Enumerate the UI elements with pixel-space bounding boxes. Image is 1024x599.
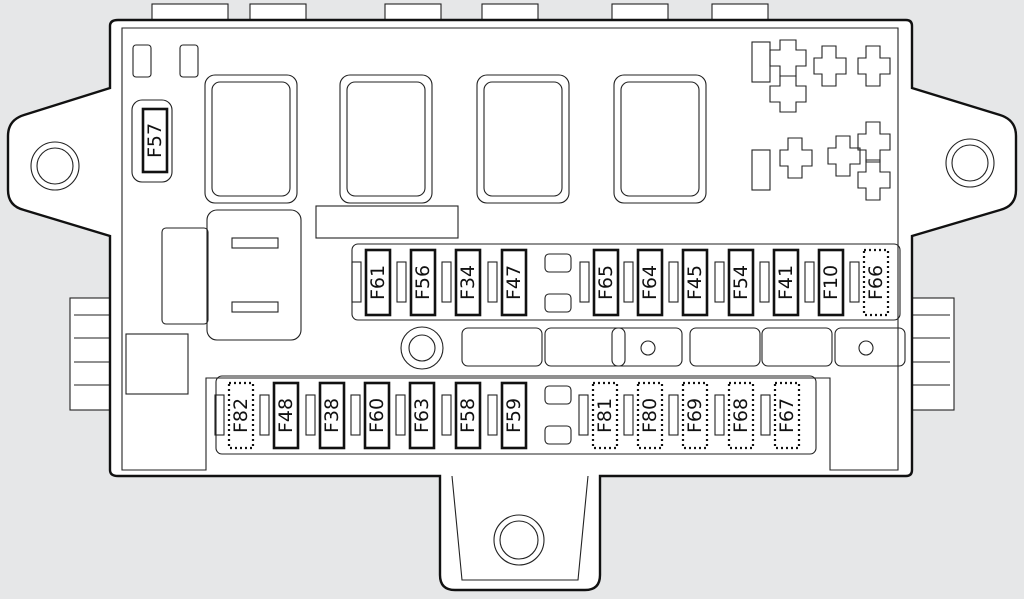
spare-fuse-slot[interactable] — [727, 381, 755, 450]
fuse-slot — [623, 261, 634, 303]
fuse-label: F47 — [503, 265, 525, 300]
fuse[interactable] — [681, 248, 709, 317]
fuse-slot — [351, 261, 362, 303]
spare-fuse-slot[interactable] — [227, 381, 255, 450]
fuse-slot — [441, 394, 452, 436]
fuse-label: F68 — [730, 398, 752, 433]
fuse-slot — [804, 261, 815, 303]
fuse-slot — [441, 261, 452, 303]
fuse-label: F82 — [230, 398, 252, 433]
spare-fuse-slot[interactable] — [636, 381, 664, 450]
spare-fuse-slot[interactable] — [681, 381, 709, 450]
fuse-label: F54 — [730, 265, 752, 300]
fuse-label: F58 — [457, 398, 479, 433]
fuse-label: F65 — [595, 265, 617, 300]
fuse-label: F59 — [503, 398, 525, 433]
fuse-slot — [395, 394, 406, 436]
fuse-slot — [214, 394, 225, 436]
fuse-slot — [487, 261, 498, 303]
fuse-label: F60 — [366, 398, 388, 433]
fuse-slot — [849, 261, 860, 303]
fuse-slot — [305, 394, 316, 436]
fuse-slot — [714, 394, 725, 436]
fuse[interactable] — [500, 381, 528, 450]
fuse-slot — [668, 394, 679, 436]
fuse[interactable] — [364, 248, 392, 317]
fuse-label: F56 — [412, 265, 434, 300]
fuse[interactable] — [636, 248, 664, 317]
fuse[interactable] — [454, 381, 482, 450]
fuse[interactable] — [141, 107, 169, 174]
fuse-label: F80 — [639, 398, 661, 433]
fuse-label: F64 — [639, 265, 661, 300]
spare-fuse-slot[interactable] — [591, 381, 619, 450]
fuse-label: F81 — [594, 398, 616, 433]
fuse[interactable] — [408, 381, 436, 450]
fuse-slot — [759, 261, 770, 303]
fuse[interactable] — [272, 381, 300, 450]
fuse-label: F34 — [457, 265, 479, 300]
fuse-slot — [396, 261, 407, 303]
fuse-slot — [579, 261, 590, 303]
fuse-label: F67 — [776, 398, 798, 433]
fuse[interactable] — [454, 248, 482, 317]
fuse-label: F69 — [684, 398, 706, 433]
fuse-label: F48 — [275, 398, 297, 433]
fuse[interactable] — [500, 248, 528, 317]
fuse[interactable] — [363, 381, 391, 450]
fuse-slot — [668, 261, 679, 303]
fuse-label: F57 — [144, 123, 166, 158]
fuse-slot — [350, 394, 361, 436]
fuse[interactable] — [318, 381, 346, 450]
fuse-label: F61 — [367, 265, 389, 300]
fuse-slot — [623, 394, 634, 436]
spare-fuse-slot[interactable] — [773, 381, 801, 450]
fuse[interactable] — [817, 248, 845, 317]
fuse-label: F38 — [321, 398, 343, 433]
spare-fuse-slot[interactable] — [862, 248, 890, 317]
fuse-label: F63 — [411, 398, 433, 433]
fuse[interactable] — [409, 248, 437, 317]
fuse[interactable] — [772, 248, 800, 317]
fuse-slot — [259, 394, 270, 436]
fuse-label: F45 — [684, 265, 706, 300]
fuse-label: F41 — [775, 265, 797, 300]
fuse[interactable] — [592, 248, 620, 317]
fuse[interactable] — [727, 248, 755, 317]
fuse-slot — [578, 394, 589, 436]
fuse-label: F66 — [865, 265, 887, 300]
fuse-label: F10 — [820, 265, 842, 300]
fuse-slot — [760, 394, 771, 436]
fuse-slot — [714, 261, 725, 303]
fuse-slot — [487, 394, 498, 436]
